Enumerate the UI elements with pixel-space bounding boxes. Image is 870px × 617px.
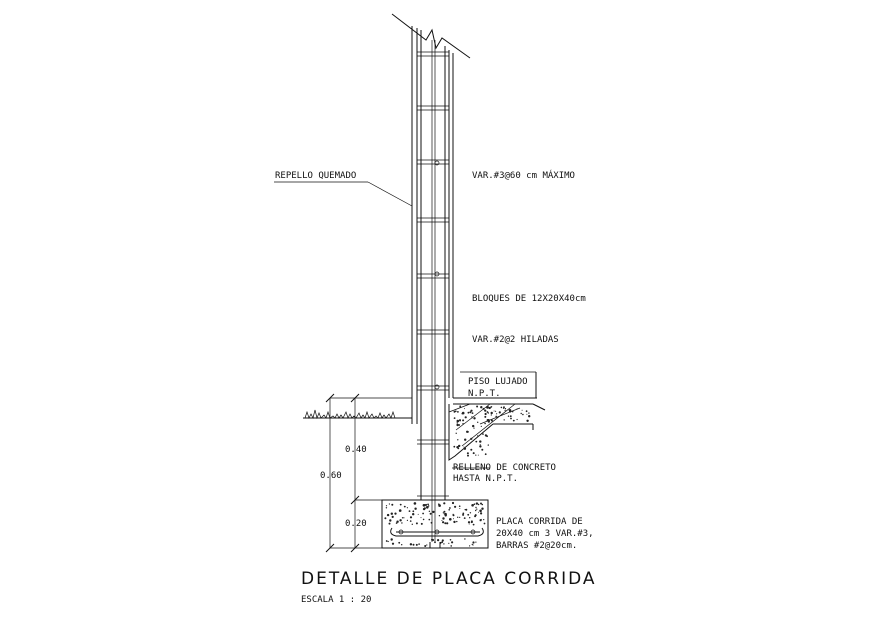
label-relleno-1: RELLENO DE CONCRETO [453,463,556,473]
dim-total: 0.60 [320,471,342,481]
label-relleno-2: HASTA N.P.T. [453,474,518,484]
dimension-lines [325,393,412,553]
dim-lower: 0.20 [345,519,367,529]
drawing-title: DETALLE DE PLACA CORRIDA [301,569,597,589]
drawing-scale: ESCALA 1 : 20 [301,595,371,605]
dim-upper: 0.40 [345,445,367,455]
label-piso-2: N.P.T. [468,389,501,399]
label-var-horizontal: VAR.#2@2 HILADAS [472,335,559,345]
footing [381,499,489,549]
label-repello: REPELLO QUEMADO [275,171,356,181]
label-piso-1: PISO LUJADO [468,377,528,387]
label-bloques: BLOQUES DE 12X20X40cm [472,294,586,304]
ground-line [303,409,412,420]
label-placa-3: BARRAS #2@20cm. [496,541,577,551]
floor-slab [448,372,546,461]
label-var-vertical: VAR.#3@60 cm MÁXIMO [472,169,575,181]
leader-lines [274,181,536,469]
label-placa-1: PLACA CORRIDA DE [496,517,583,527]
label-placa-2: 20X40 cm 3 VAR.#3, [496,529,594,539]
block-wall [411,26,454,542]
break-line [391,13,471,59]
